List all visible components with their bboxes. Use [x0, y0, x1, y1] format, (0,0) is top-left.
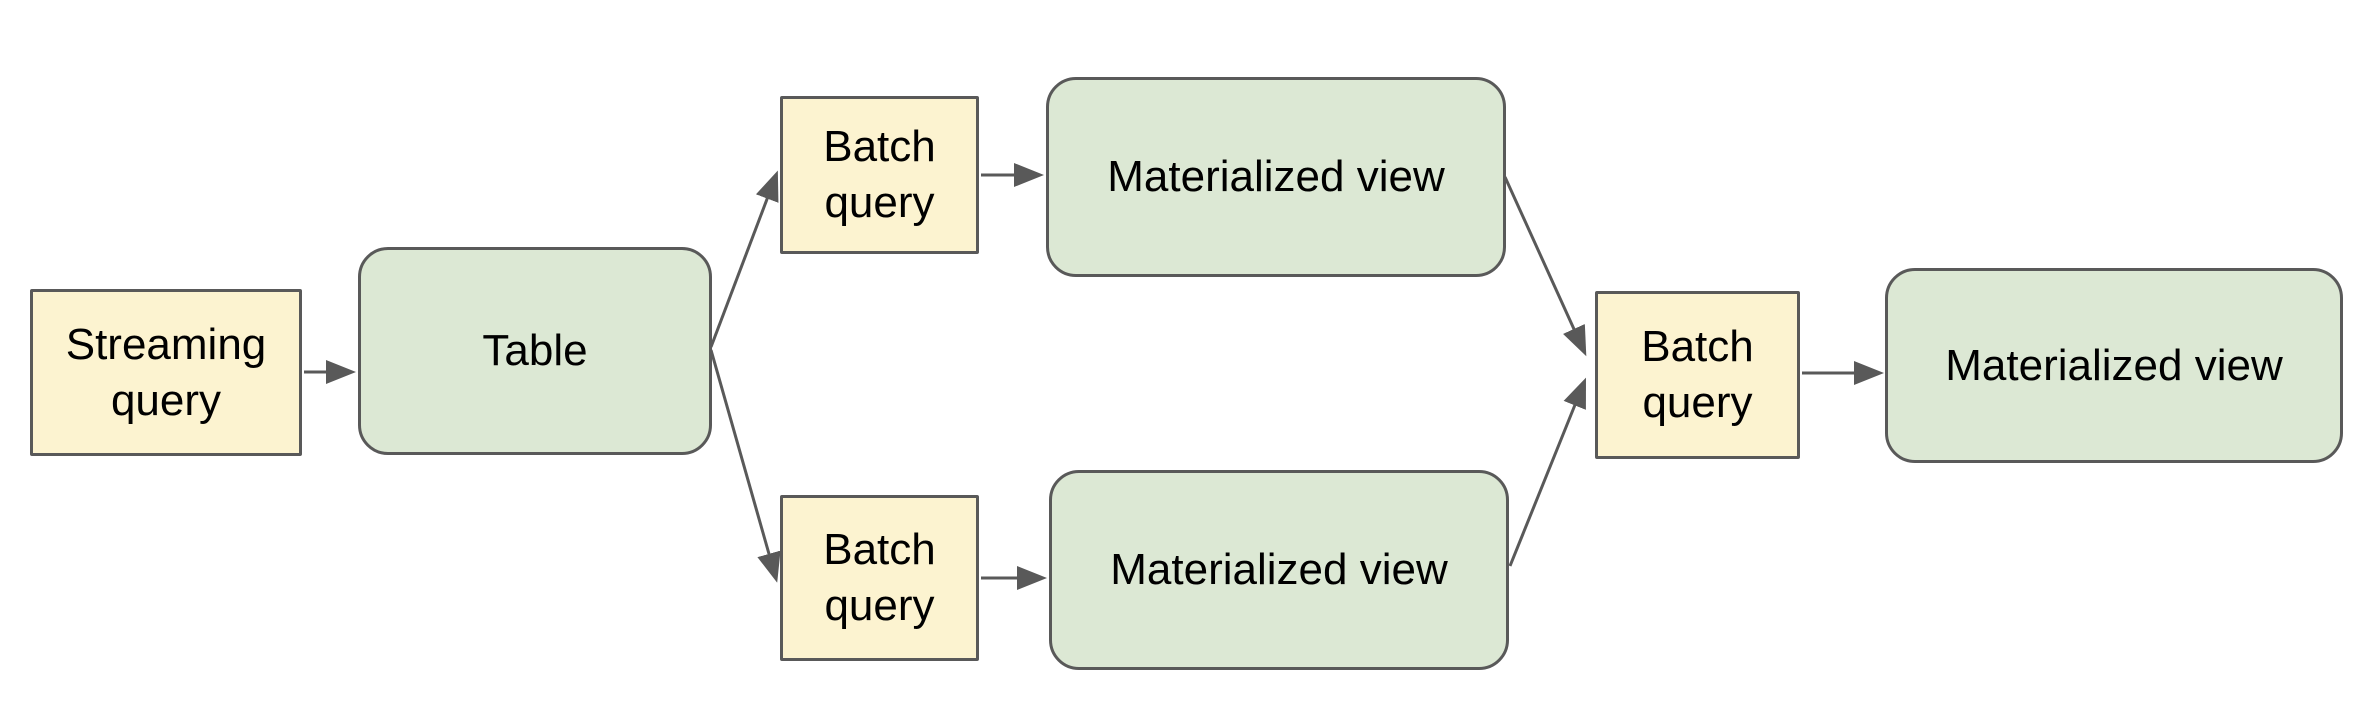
node-batch-query-right-label: Batch query: [1641, 322, 1754, 427]
node-batch-query-bottom: Batch query: [780, 495, 979, 661]
node-streaming-query: Streaming query: [30, 289, 302, 456]
node-materialized-view-bottom-label: Materialized view: [1110, 545, 1448, 594]
node-materialized-view-final-label: Materialized view: [1945, 340, 2283, 390]
edge-table-to-batch-query-bottom: [709, 349, 781, 583]
node-batch-query-top-label: Batch query: [823, 122, 936, 227]
node-table-label: Table: [482, 326, 588, 375]
node-streaming-query-label: Streaming query: [65, 319, 267, 425]
node-batch-query-top: Batch query: [780, 96, 979, 254]
node-materialized-view-top-label: Materialized view: [1107, 152, 1445, 201]
edge-table-to-batch-query-top: [709, 170, 779, 348]
edge-materialized-view-top-to-batch-query-right: [1503, 176, 1587, 357]
edge-materialized-view-bottom-to-batch-query-right: [1508, 377, 1586, 567]
node-materialized-view-bottom: Materialized view: [1049, 470, 1509, 670]
node-table: Table: [358, 247, 712, 455]
node-batch-query-bottom-label: Batch query: [823, 525, 936, 630]
node-materialized-view-top: Materialized view: [1046, 77, 1506, 277]
node-materialized-view-final: Materialized view: [1885, 268, 2343, 463]
node-batch-query-right: Batch query: [1595, 291, 1800, 459]
